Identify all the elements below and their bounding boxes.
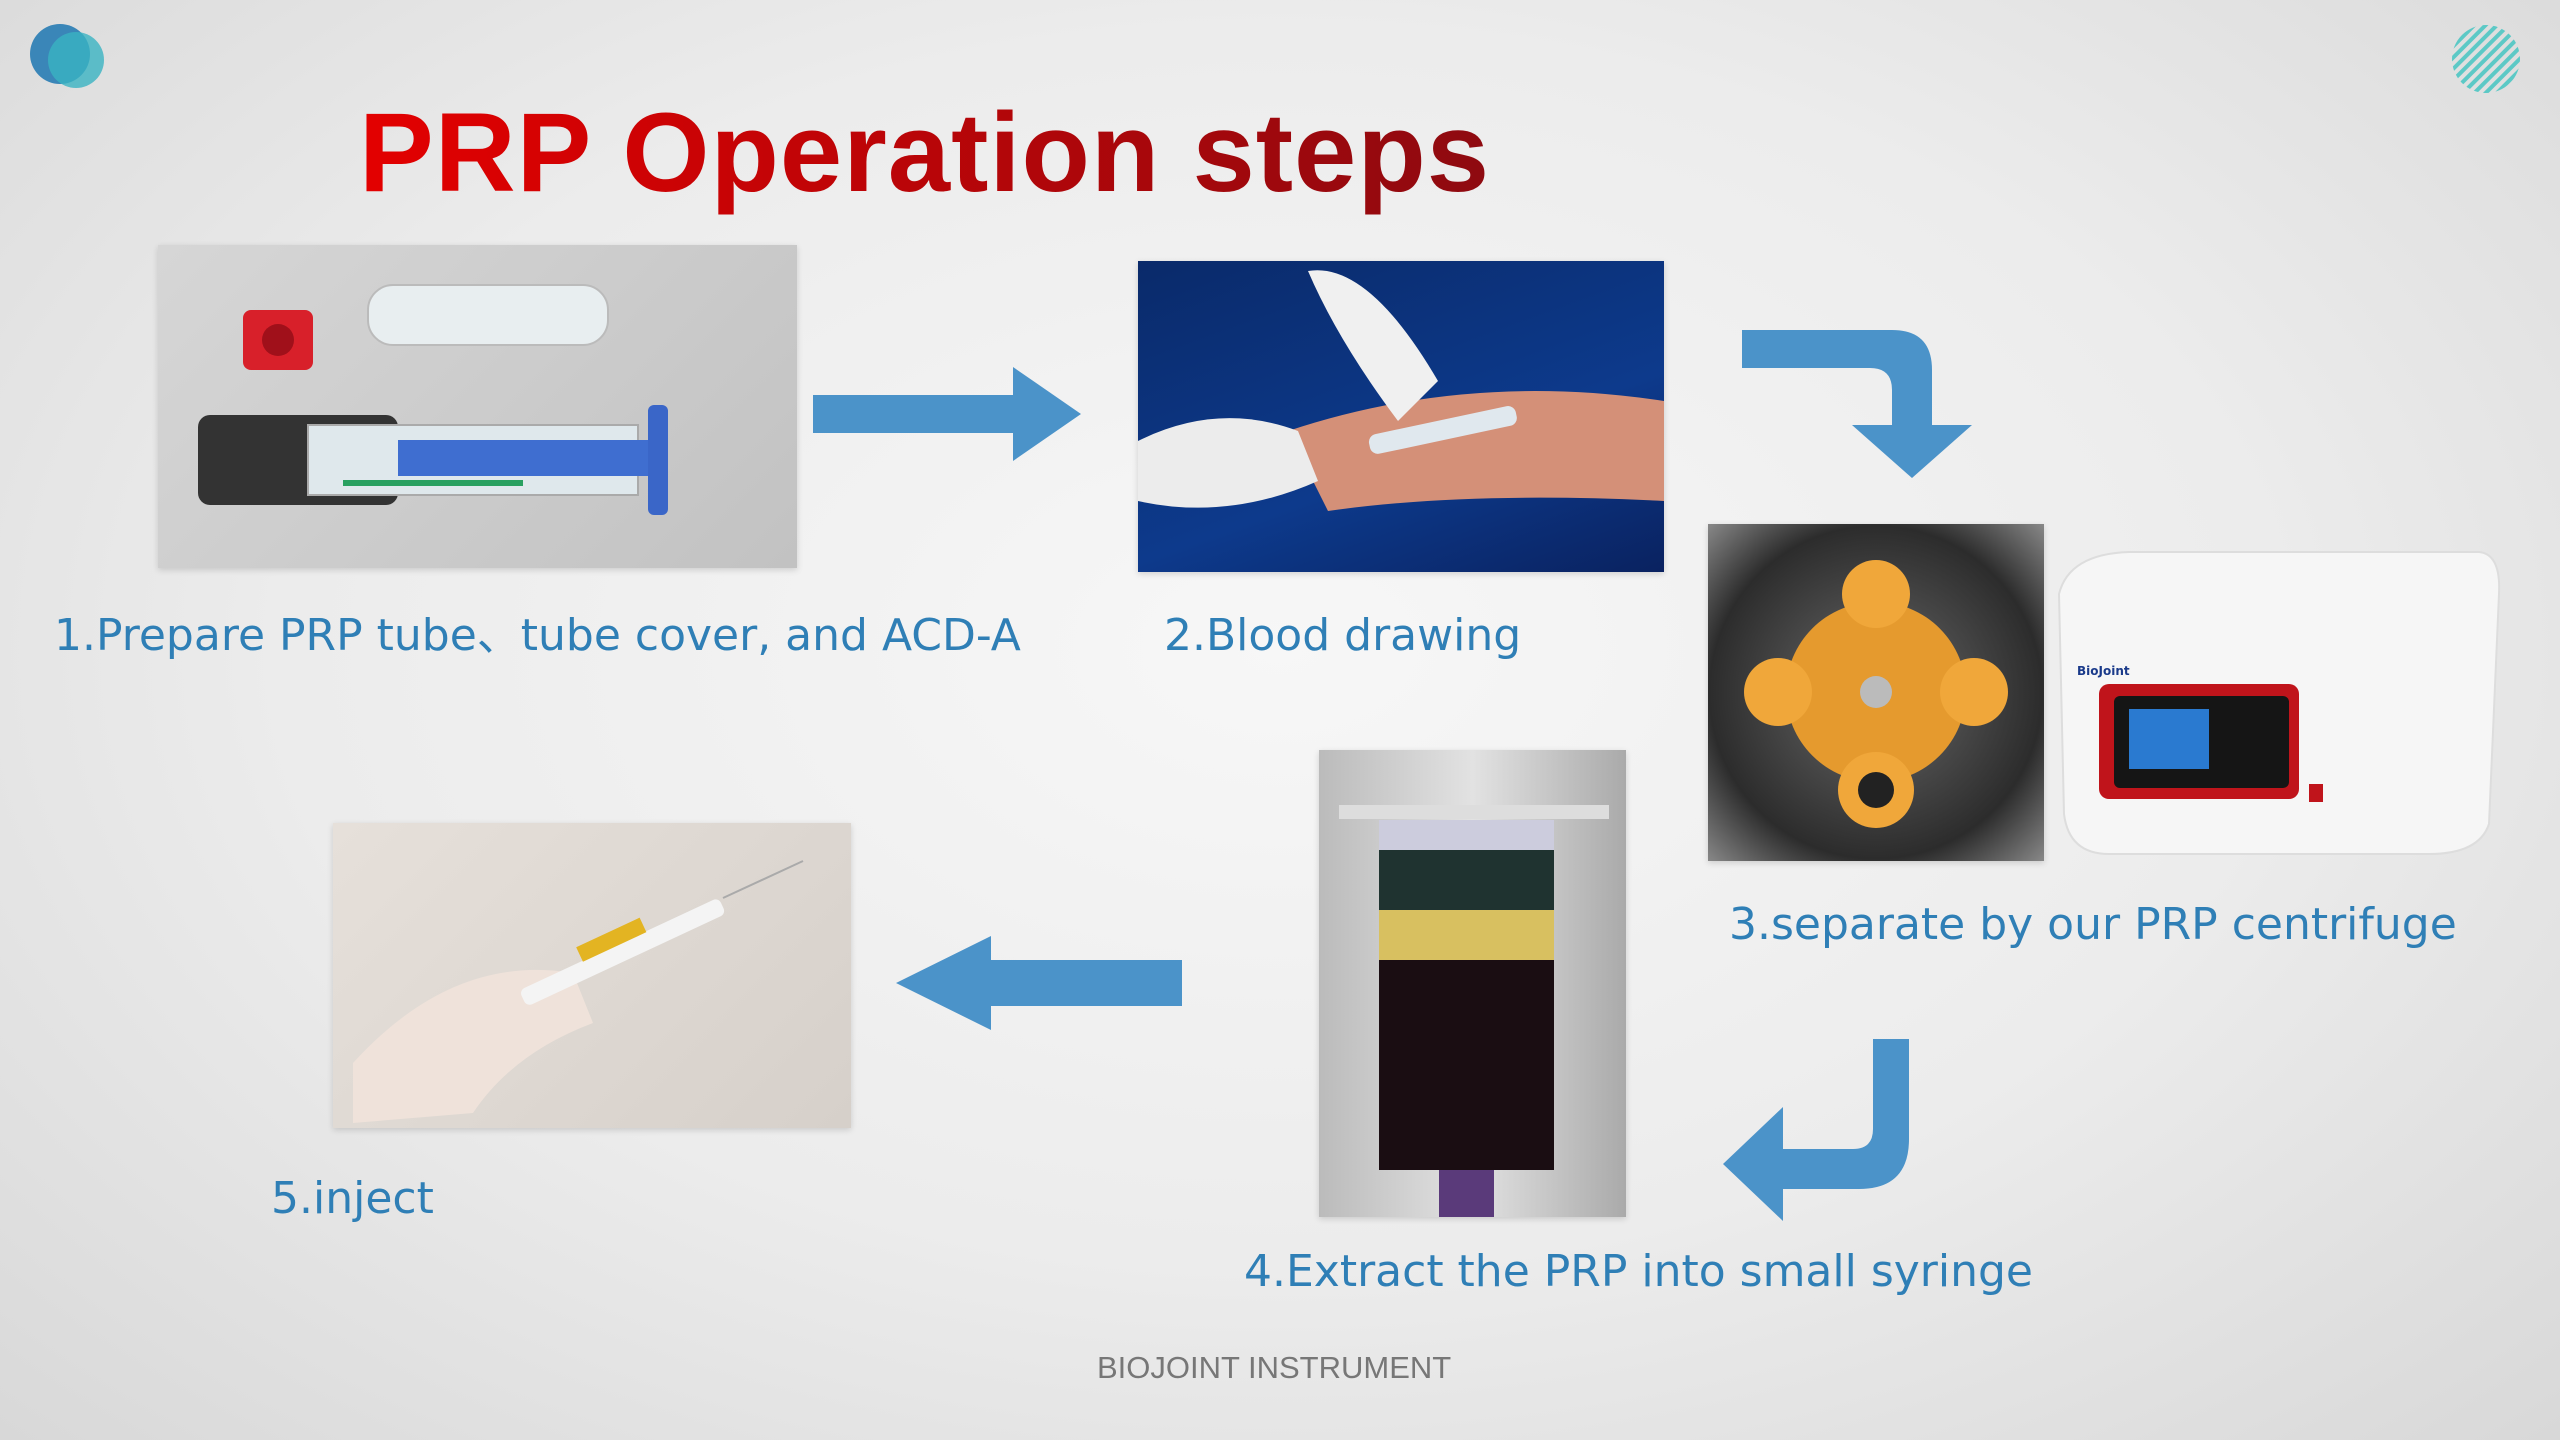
logo-decoration-left [24,20,114,94]
centrifuge-brand-label: BioJoint [2077,664,2130,678]
step5-label: 5.inject [271,1173,434,1224]
step1-photo-syringe-kit [158,245,797,568]
arrow-curved-left-icon [1723,1039,1909,1223]
step3-label: 3.separate by our PRP centrifuge [1729,899,2457,950]
step1-label: 1.Prepare PRP tube、tube cover, and ACD-A [54,610,1021,661]
step5-photo-injection [333,823,851,1128]
step3-photo-centrifuge-machine: BioJoint [2049,534,2502,861]
step4-label: 4.Extract the PRP into small syringe [1244,1246,2033,1297]
step2-label: 2.Blood drawing [1164,610,1522,661]
page-title: PRP Operation steps [359,90,1491,215]
footer-company-name: BIOJOINT INSTRUMENT [1097,1350,1452,1385]
arrow-right-icon [813,367,1083,461]
step4-photo-separated-syringe [1319,750,1626,1217]
arrow-left-icon [896,936,1182,1030]
arrow-curved-down-icon [1742,330,1974,480]
logo-decoration-right [2450,24,2522,94]
step2-photo-blood-drawing [1138,261,1664,572]
step3-photo-centrifuge-rotor [1708,524,2044,861]
